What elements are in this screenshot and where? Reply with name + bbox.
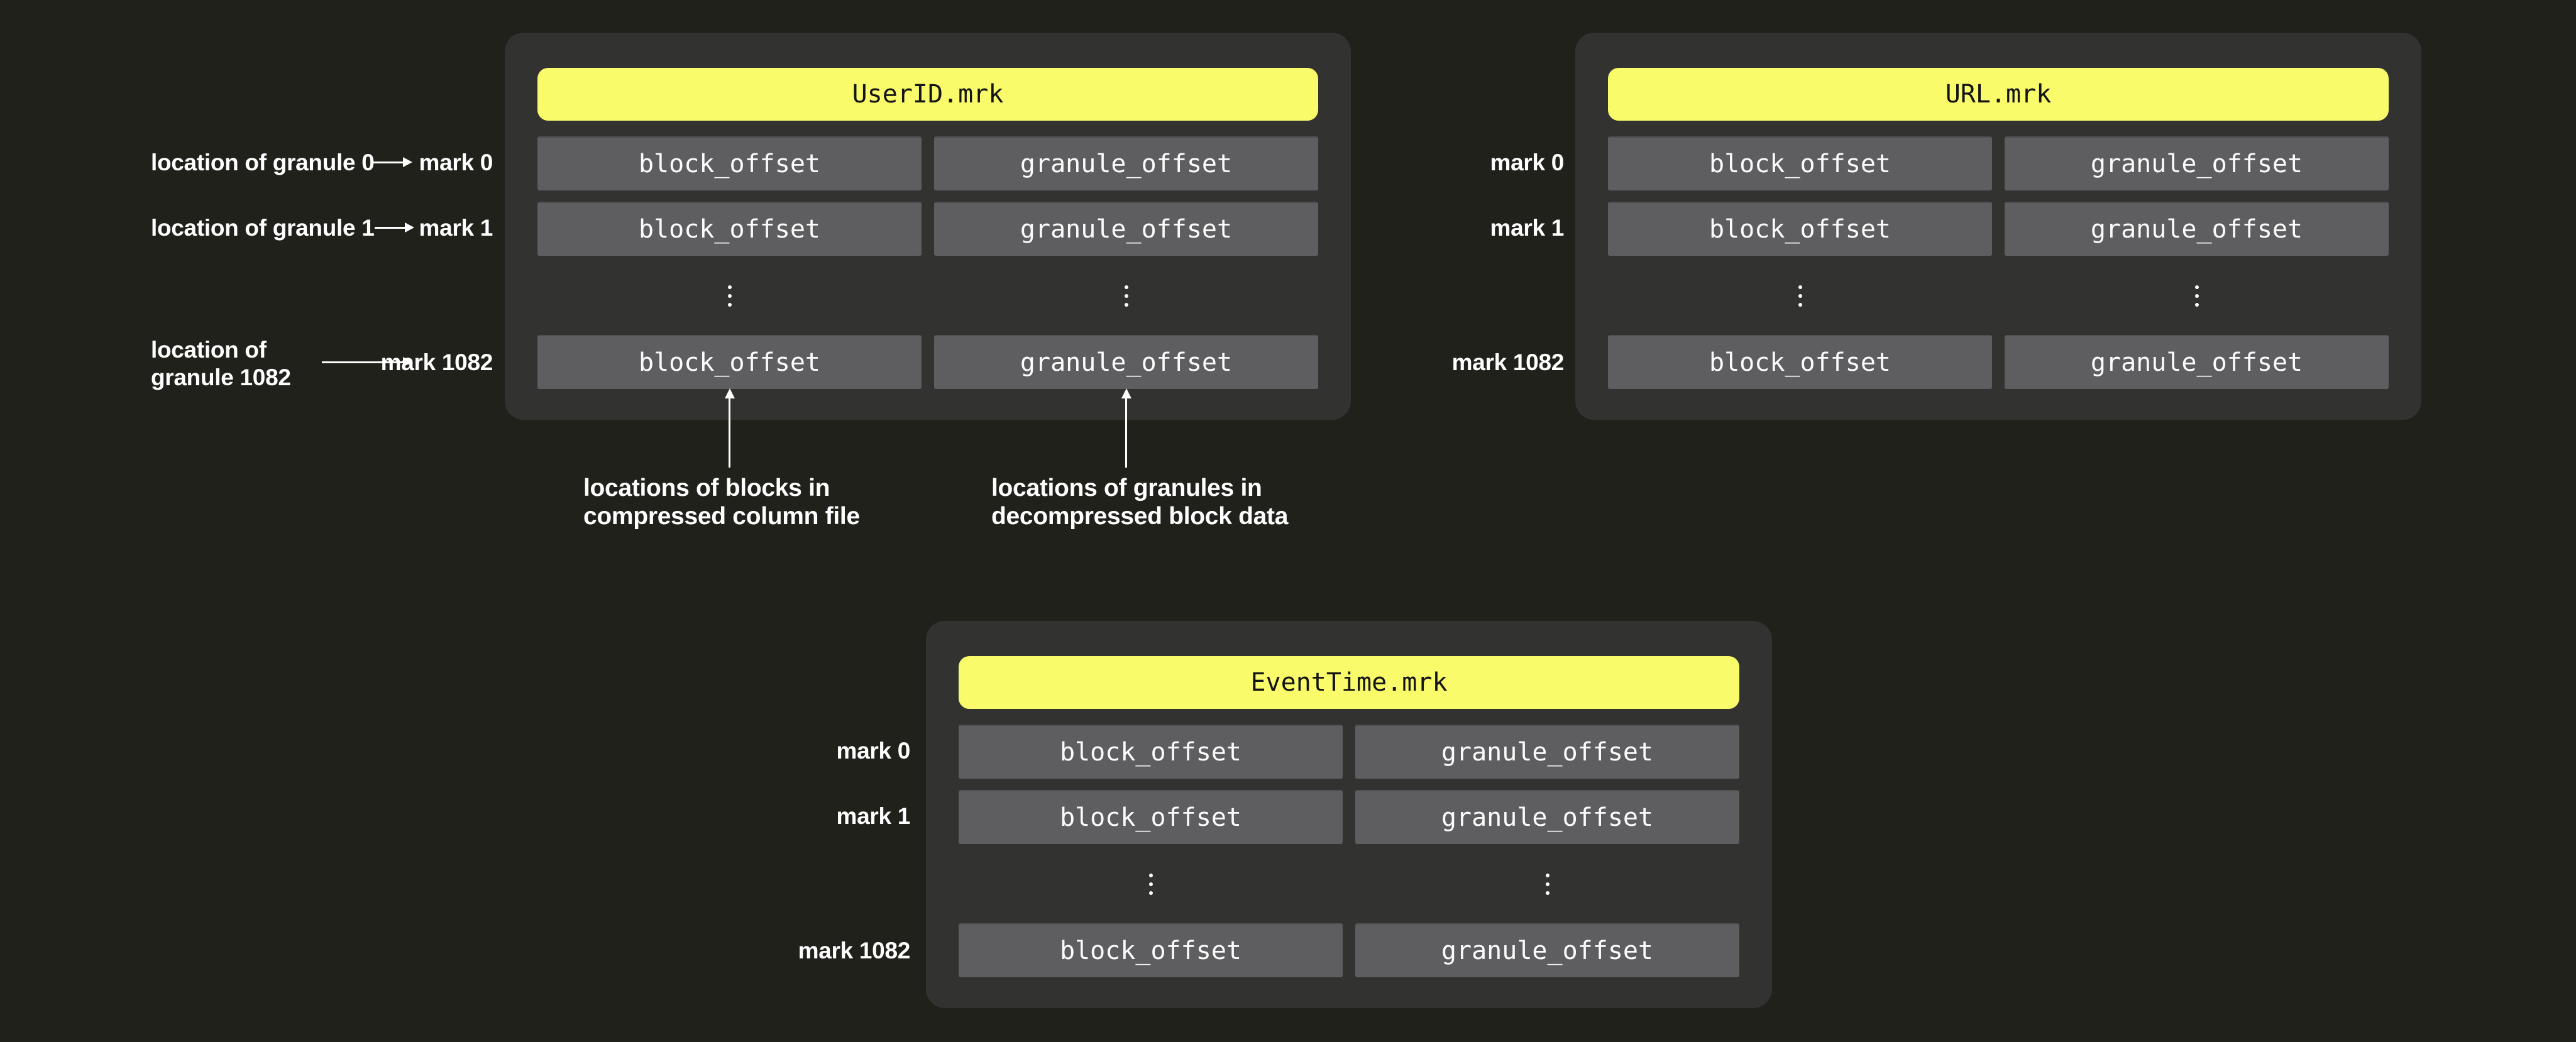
dot (727, 294, 732, 298)
cell-block-offset: block_offset (1608, 202, 1992, 256)
vertical-ellipsis-icon (537, 285, 922, 307)
dot (727, 285, 732, 289)
arrow-up-icon (1121, 388, 1131, 468)
cell-granule-offset: granule_offset (934, 136, 1318, 190)
mark-label-userid-1: mark 1 (419, 215, 493, 241)
dot (2194, 285, 2199, 289)
cell-block-offset: block_offset (537, 136, 922, 190)
dot (1148, 891, 1153, 895)
dot (1148, 882, 1153, 886)
cell-granule-offset: granule_offset (934, 335, 1318, 389)
caption-line: locations of granules in (991, 474, 1262, 502)
mark-label-eventtime-1: mark 1 (836, 803, 910, 829)
granule-1-location-label: location of granule 1 (151, 215, 375, 241)
mark-label-url-1082: mark 1082 (1451, 349, 1565, 375)
cell-granule-offset: granule_offset (2005, 335, 2389, 389)
dot (1798, 294, 1802, 298)
cell-block-offset: block_offset (537, 335, 922, 389)
cell-block-offset: block_offset (959, 923, 1343, 977)
arrow-right-icon (371, 157, 412, 167)
dot (1545, 874, 1549, 877)
mark-label-eventtime-0: mark 0 (836, 738, 910, 764)
cell-block-offset: block_offset (1608, 136, 1992, 190)
dot (1545, 891, 1549, 895)
caption-line: decompressed block data (991, 503, 1289, 530)
vertical-ellipsis-icon (1608, 285, 1992, 307)
cell-block-offset: block_offset (959, 725, 1343, 779)
label-line: location of (151, 337, 267, 363)
caption-line: compressed column file (583, 503, 860, 530)
cell-granule-offset: granule_offset (2005, 202, 2389, 256)
file-title-eventtime-mrk: EventTime.mrk (959, 656, 1739, 709)
panel-url-mrk: URL.mrk block_offset granule_offset bloc… (1575, 33, 2421, 420)
vertical-ellipsis-icon (2005, 285, 2389, 307)
mark-label-userid-0: mark 0 (419, 150, 493, 175)
dot (1148, 874, 1153, 877)
dot (727, 303, 732, 307)
caption-line: locations of blocks in (583, 474, 830, 502)
cell-granule-offset: granule_offset (2005, 136, 2389, 190)
vertical-ellipsis-icon (1355, 874, 1739, 895)
dot (1545, 882, 1549, 886)
file-title-url-mrk: URL.mrk (1608, 68, 2389, 121)
dot (1798, 285, 1802, 289)
cell-granule-offset: granule_offset (1355, 923, 1739, 977)
blocks-location-caption: locations of blocks in compressed column… (583, 474, 860, 530)
dot (2194, 303, 2199, 307)
cell-granule-offset: granule_offset (1355, 790, 1739, 844)
arrow-right-icon (322, 357, 412, 367)
mark-label-url-1: mark 1 (1490, 215, 1564, 241)
arrow-up-icon (724, 388, 735, 468)
granule-1082-location-label: location of granule 1082 (151, 336, 291, 392)
granule-0-location-label: location of granule 0 (151, 150, 375, 175)
vertical-ellipsis-icon (959, 874, 1343, 895)
dot (1124, 285, 1128, 289)
mark-label-eventtime-1082: mark 1082 (798, 938, 911, 963)
panel-userid-mrk: UserID.mrk block_offset granule_offset b… (505, 33, 1351, 420)
dot (1124, 294, 1128, 298)
label-line: granule 1082 (151, 365, 291, 390)
mark-label-url-0: mark 0 (1490, 150, 1564, 175)
cell-block-offset: block_offset (1608, 335, 1992, 389)
dot (2194, 294, 2199, 298)
vertical-ellipsis-icon (934, 285, 1318, 307)
dot (1124, 303, 1128, 307)
cell-block-offset: block_offset (537, 202, 922, 256)
cell-granule-offset: granule_offset (934, 202, 1318, 256)
cell-granule-offset: granule_offset (1355, 725, 1739, 779)
file-title-userid-mrk: UserID.mrk (537, 68, 1318, 121)
panel-eventtime-mrk: EventTime.mrk block_offset granule_offse… (926, 621, 1772, 1008)
granules-location-caption: locations of granules in decompressed bl… (991, 474, 1288, 530)
dot (1798, 303, 1802, 307)
cell-block-offset: block_offset (959, 790, 1343, 844)
arrow-right-icon (375, 222, 414, 233)
